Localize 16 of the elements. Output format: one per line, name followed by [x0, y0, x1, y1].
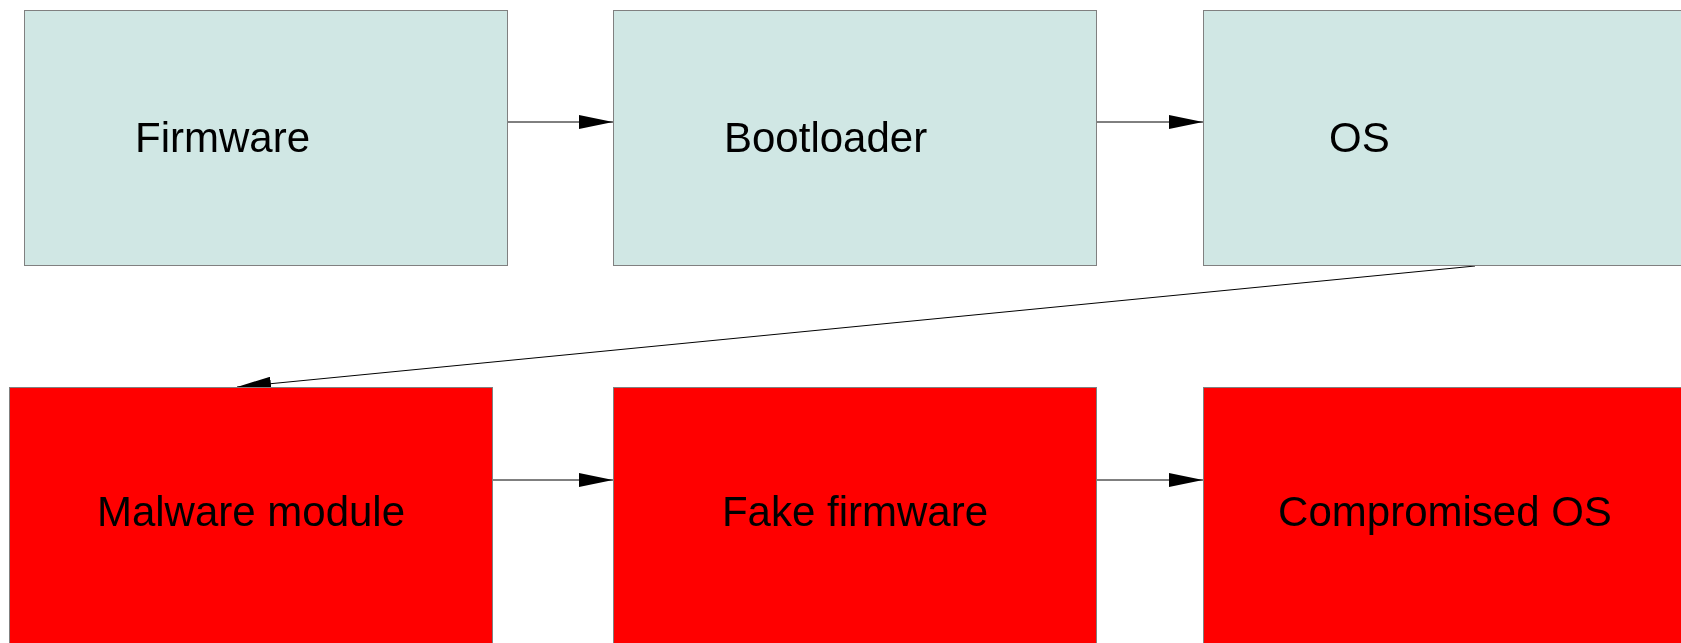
- arrow: [492, 473, 614, 487]
- stage-label: Firmware: [135, 114, 310, 162]
- stage-label: OS: [1329, 114, 1390, 162]
- malicious-stage-box: [9, 387, 493, 643]
- stage-label: Compromised OS: [1278, 488, 1612, 536]
- arrow: [507, 115, 614, 129]
- stage-label: Fake firmware: [721, 488, 989, 536]
- malicious-stage-box: [1203, 387, 1681, 643]
- boot-stage-box: [1203, 10, 1681, 266]
- arrow: [1096, 473, 1204, 487]
- stage-label: Malware module: [96, 488, 406, 536]
- boot-stage-box: [24, 10, 508, 266]
- stage-label: Bootloader: [724, 114, 928, 162]
- boot-stage-box: [613, 10, 1097, 266]
- arrow: [1096, 115, 1204, 129]
- malicious-stage-box: [613, 387, 1097, 643]
